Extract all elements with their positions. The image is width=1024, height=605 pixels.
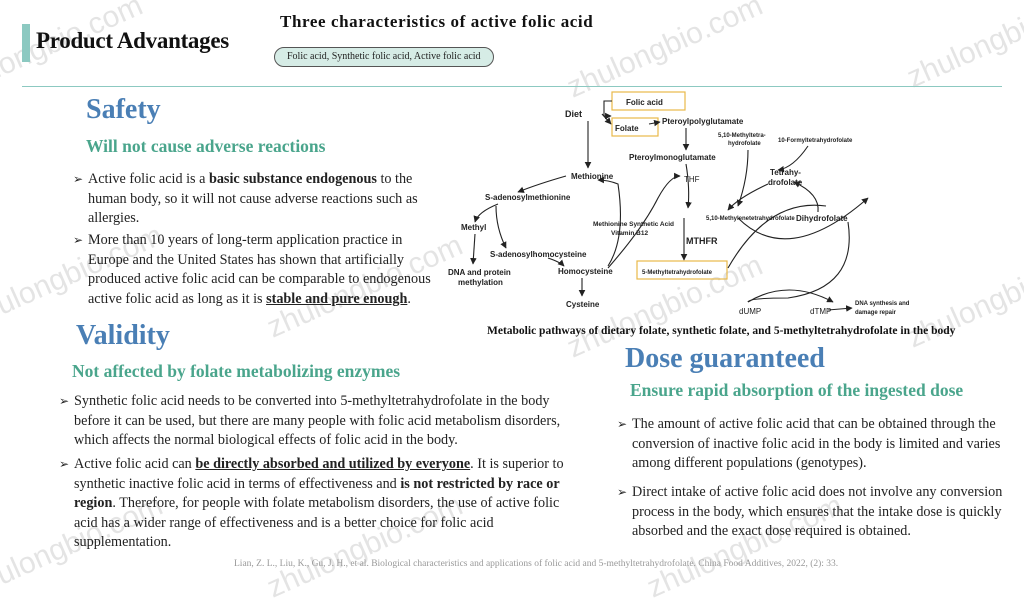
dose-heading: Dose guaranteed [625, 343, 825, 374]
dose-bullet-1: ➢The amount of active folic acid that ca… [617, 416, 1001, 471]
node-folate: Folate [615, 124, 639, 133]
validity-bullet-1: ➢Synthetic folic acid needs to be conver… [59, 393, 561, 448]
node-dump: dUMP [739, 307, 761, 316]
node-mthfr: MTHFR [686, 236, 718, 246]
node-dna-methylation-2: methylation [458, 278, 503, 287]
safety-bullet-2: ➢More than 10 years of long-term applica… [73, 232, 431, 307]
node-dna-methylation: DNA and protein [448, 268, 511, 277]
bullet-arrow-icon: ➢ [73, 233, 84, 247]
validity-subheading: Not affected by folate metabolizing enzy… [72, 361, 401, 381]
node-cysteine: Cysteine [566, 300, 600, 309]
node-methylene: 5,10-Methylenetetrahydrofolate [706, 216, 795, 222]
dose-subheading: Ensure rapid absorption of the ingested … [630, 380, 964, 400]
header-divider [22, 86, 1002, 87]
validity-heading: Validity [76, 320, 170, 351]
node-tetrahydrofolate: Tetrahy- [770, 168, 801, 177]
node-folic-acid: Folic acid [626, 98, 663, 107]
node-methionine: Methionine [571, 172, 614, 181]
bullet-arrow-icon: ➢ [59, 394, 70, 408]
topic-pill: Folic acid, Synthetic folic acid, Active… [274, 47, 494, 67]
node-sam: S-adenosylmethionine [485, 193, 571, 202]
bullet-arrow-icon: ➢ [617, 485, 628, 499]
validity-bullet-2: ➢Active folic acid can be directly absor… [59, 456, 564, 550]
node-diet: Diet [565, 109, 582, 119]
diagram-caption: Metabolic pathways of dietary folate, sy… [487, 325, 956, 337]
safety-heading: Safety [86, 94, 161, 125]
node-mtr-2: Vitamin B12 [611, 230, 648, 237]
node-methyl: Methyl [461, 223, 486, 232]
bullet-arrow-icon: ➢ [617, 417, 628, 431]
section-label: Product Advantages [36, 28, 229, 53]
node-dna-synthesis: DNA synthesis and [855, 301, 910, 307]
node-pteroylpolyglutamate: Pteroylpolyglutamate [662, 117, 744, 126]
node-mtr: Methionine Synthetic Acid [593, 221, 674, 228]
bullet-arrow-icon: ➢ [59, 457, 70, 471]
node-methyltetra: 5,10-Methyltetra- [718, 133, 766, 139]
node-dihydrofolate: Dihydrofolate [796, 214, 848, 223]
safety-bullet-1: ➢Active folic acid is a basic substance … [73, 171, 418, 226]
node-tetrahydrofolate-2: drofolate [768, 178, 803, 187]
node-dtmp: dTMP [810, 307, 831, 316]
node-thf: THF [684, 175, 700, 184]
mthf-box [636, 260, 728, 280]
page-title: Three characteristics of active folic ac… [280, 12, 594, 31]
node-dna-synthesis-2: damage repair [855, 310, 897, 316]
reference-citation: Lian, Z. L., Liu, K., Gu, J. H., et al. … [234, 559, 839, 569]
watermark: zhulongbio.com [902, 0, 1024, 95]
folate-box [611, 117, 659, 137]
accent-bar [22, 24, 30, 62]
node-mthf: 5-Methyltetrahydrofolate [642, 270, 713, 276]
node-methyltetra-2: hydrofolate [728, 141, 761, 147]
node-pteroylmonoglutamate: Pteroylmonoglutamate [629, 153, 716, 162]
node-homocysteine: Homocysteine [558, 267, 613, 276]
dose-bullet-2: ➢Direct intake of active folic acid does… [617, 484, 1003, 539]
metabolic-pathway-diagram: Diet Folic acid Folate Pteroylpolyglutam… [448, 91, 910, 316]
node-sah: S-adenosylhomocysteine [490, 250, 587, 259]
node-formyl: 10-Formyltetrahydrofolate [778, 138, 853, 144]
bullet-arrow-icon: ➢ [73, 172, 84, 186]
safety-subheading: Will not cause adverse reactions [86, 136, 326, 156]
